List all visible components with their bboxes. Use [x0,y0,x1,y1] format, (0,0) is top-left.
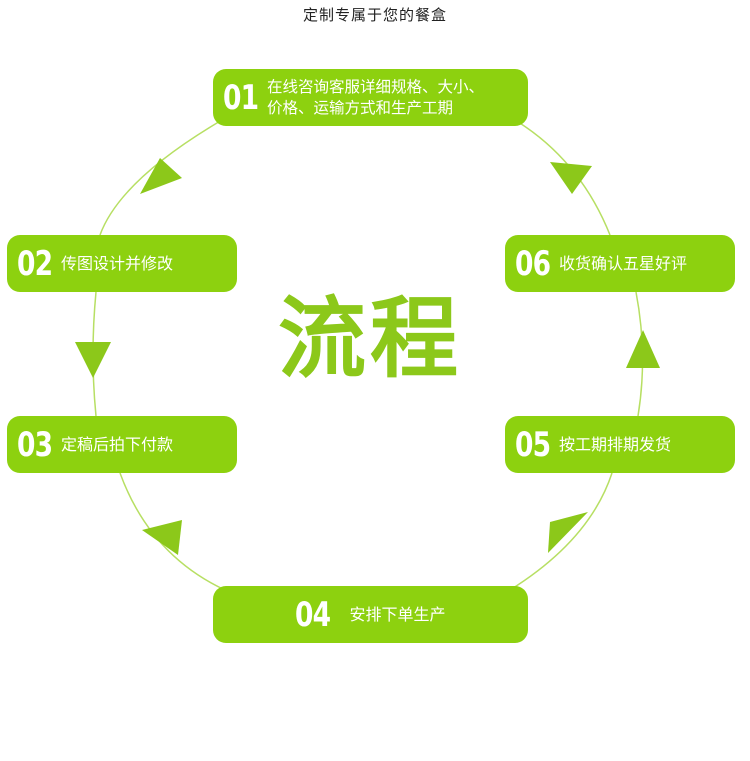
step-text: 安排下单生产 [349,605,446,624]
arrow-up-icon [626,330,660,368]
step-text: 收货确认五星好评 [559,254,688,273]
step-text: 在线咨询客服详细规格、大小、 价格、运输方式和生产工期 [267,77,484,119]
step-number: 01 [223,77,259,118]
step-05-shipping: 05 按工期排期发货 [505,416,735,473]
step-03-payment: 03 定稿后拍下付款 [7,416,237,473]
step-number: 04 [295,594,331,635]
arrow-up-right-icon [548,512,588,553]
center-process-word: 流程 [277,286,462,390]
page-title: 定制专属于您的餐盒 [302,6,447,24]
step-06-review: 06 收货确认五星好评 [505,235,735,292]
step-number: 03 [17,424,53,465]
step-text: 定稿后拍下付款 [61,435,174,454]
arrow-down-left-icon [140,158,182,194]
arrow-down-right-icon [142,520,182,555]
step-number: 06 [515,243,551,284]
connector-01-02 [99,119,223,236]
step-text-line: 价格、运输方式和生产工期 [267,98,454,117]
step-text: 按工期排期发货 [559,435,672,454]
step-text: 传图设计并修改 [61,254,174,273]
connector-04-05 [509,472,613,591]
step-02-design: 02 传图设计并修改 [7,235,237,292]
step-number: 05 [515,424,551,465]
arrow-up-left-icon [550,162,592,194]
step-01-consult: 01 在线咨询客服详细规格、大小、 价格、运输方式和生产工期 [213,69,528,126]
step-text-line: 在线咨询客服详细规格、大小、 [267,77,485,96]
step-number: 02 [17,243,53,284]
step-04-production: 04 安排下单生产 [213,586,528,643]
arrow-down-icon [75,342,111,378]
